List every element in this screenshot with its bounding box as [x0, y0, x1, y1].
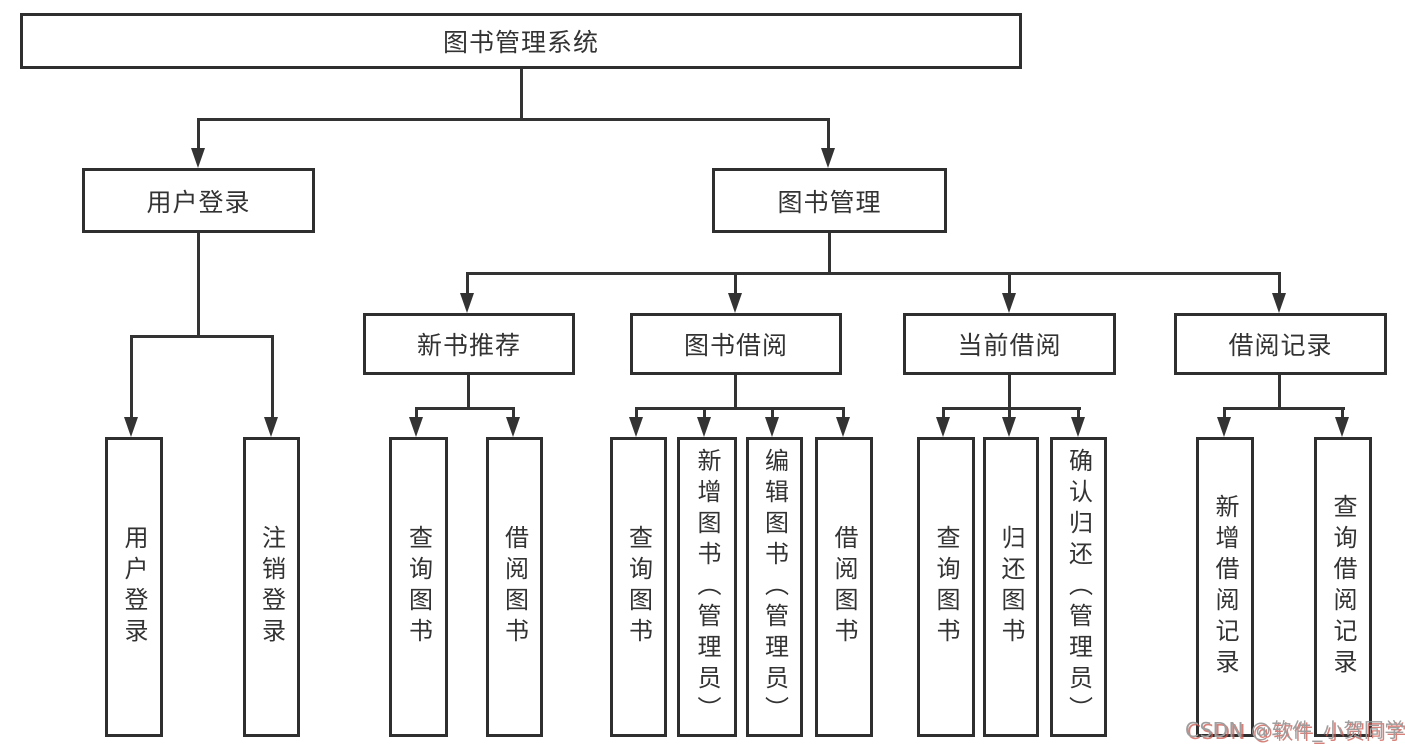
arrow-down-icon	[629, 417, 643, 437]
node-label: 新增借阅记录	[1211, 494, 1239, 680]
connector-line	[942, 407, 945, 419]
node-label: 查询图书	[404, 525, 433, 649]
connector-line	[1278, 272, 1281, 295]
node-query-books-current: 查询图书	[917, 437, 975, 737]
connector-line	[635, 407, 845, 410]
node-new-book-recommend: 新书推荐	[363, 313, 575, 375]
node-label: 新增图书（管理员）	[693, 447, 721, 727]
arrow-down-icon	[191, 148, 205, 168]
node-borrow-books-borrowing: 借阅图书	[815, 437, 873, 737]
node-library-management-system: 图书管理系统	[20, 13, 1022, 69]
node-logout: 注销登录	[243, 437, 300, 737]
node-return-books: 归还图书	[983, 437, 1039, 737]
node-user-login-leaf: 用户登录	[105, 437, 163, 737]
connector-line	[466, 272, 1281, 275]
node-edit-books-admin: 编辑图书（管理员）	[746, 437, 803, 737]
connector-line	[828, 233, 831, 272]
connector-line	[197, 233, 200, 335]
node-add-books-admin: 新增图书（管理员）	[677, 437, 737, 737]
node-label: 确认归还（管理员）	[1064, 447, 1093, 727]
arrow-down-icon	[1002, 293, 1016, 313]
arrow-down-icon	[264, 417, 278, 437]
connector-line	[130, 335, 133, 419]
arrow-down-icon	[1272, 293, 1286, 313]
node-label: 编辑图书（管理员）	[760, 447, 789, 727]
connector-line	[1008, 407, 1011, 419]
node-book-management: 图书管理	[712, 168, 947, 233]
arrow-down-icon	[821, 148, 835, 168]
arrow-down-icon	[1071, 417, 1085, 437]
node-query-books-recommend: 查询图书	[389, 437, 448, 737]
arrow-down-icon	[936, 417, 950, 437]
connector-line	[1223, 407, 1226, 419]
connector-line	[703, 407, 706, 419]
connector-line	[1223, 407, 1345, 410]
node-add-borrow-record: 新增借阅记录	[1196, 437, 1254, 737]
node-borrowing-records: 借阅记录	[1174, 313, 1387, 375]
connector-line	[842, 407, 845, 419]
connector-line	[512, 407, 515, 419]
node-label: 借阅图书	[500, 525, 529, 649]
node-confirm-return-admin: 确认归还（管理员）	[1050, 437, 1107, 737]
node-borrow-books-recommend: 借阅图书	[486, 437, 543, 737]
connector-line	[771, 407, 774, 419]
connector-line	[197, 118, 830, 121]
arrow-down-icon	[506, 417, 520, 437]
arrow-down-icon	[1335, 417, 1349, 437]
connector-line	[1341, 407, 1344, 419]
connector-line	[1077, 407, 1080, 419]
node-label: 查询图书	[624, 525, 653, 649]
connector-line	[942, 407, 1081, 410]
arrow-down-icon	[728, 293, 742, 313]
connector-line	[1008, 375, 1011, 407]
node-user-login: 用户登录	[82, 168, 315, 233]
connector-line	[197, 118, 200, 150]
arrow-down-icon	[460, 293, 474, 313]
node-label: 查询图书	[932, 525, 960, 649]
connector-line	[1278, 375, 1281, 407]
connector-line	[520, 69, 523, 118]
arrow-down-icon	[1002, 417, 1016, 437]
connector-line	[734, 375, 737, 407]
node-label: 查询借阅记录	[1329, 494, 1357, 680]
arrow-down-icon	[1217, 417, 1231, 437]
node-label: 用户登录	[120, 525, 148, 649]
connector-line	[466, 272, 469, 295]
node-label: 归还图书	[997, 525, 1025, 649]
node-label: 借阅图书	[830, 525, 858, 649]
node-book-borrowing: 图书借阅	[630, 313, 842, 375]
arrow-down-icon	[765, 417, 779, 437]
node-current-borrowing: 当前借阅	[903, 313, 1116, 375]
arrow-down-icon	[836, 417, 850, 437]
connector-line	[734, 272, 737, 295]
watermark: CSDN @软件_小贺同学	[1185, 718, 1405, 742]
arrow-down-icon	[124, 417, 138, 437]
connector-line	[467, 375, 470, 407]
connector-line	[415, 407, 515, 410]
connector-line	[827, 118, 830, 150]
connector-line	[130, 335, 274, 338]
connector-line	[415, 407, 418, 419]
node-query-borrow-record: 查询借阅记录	[1314, 437, 1372, 737]
arrow-down-icon	[697, 417, 711, 437]
connector-line	[635, 407, 638, 419]
node-label: 注销登录	[257, 525, 286, 649]
connector-line	[271, 335, 274, 419]
node-query-books-borrowing: 查询图书	[610, 437, 667, 737]
connector-line	[1008, 272, 1011, 295]
arrow-down-icon	[409, 417, 423, 437]
